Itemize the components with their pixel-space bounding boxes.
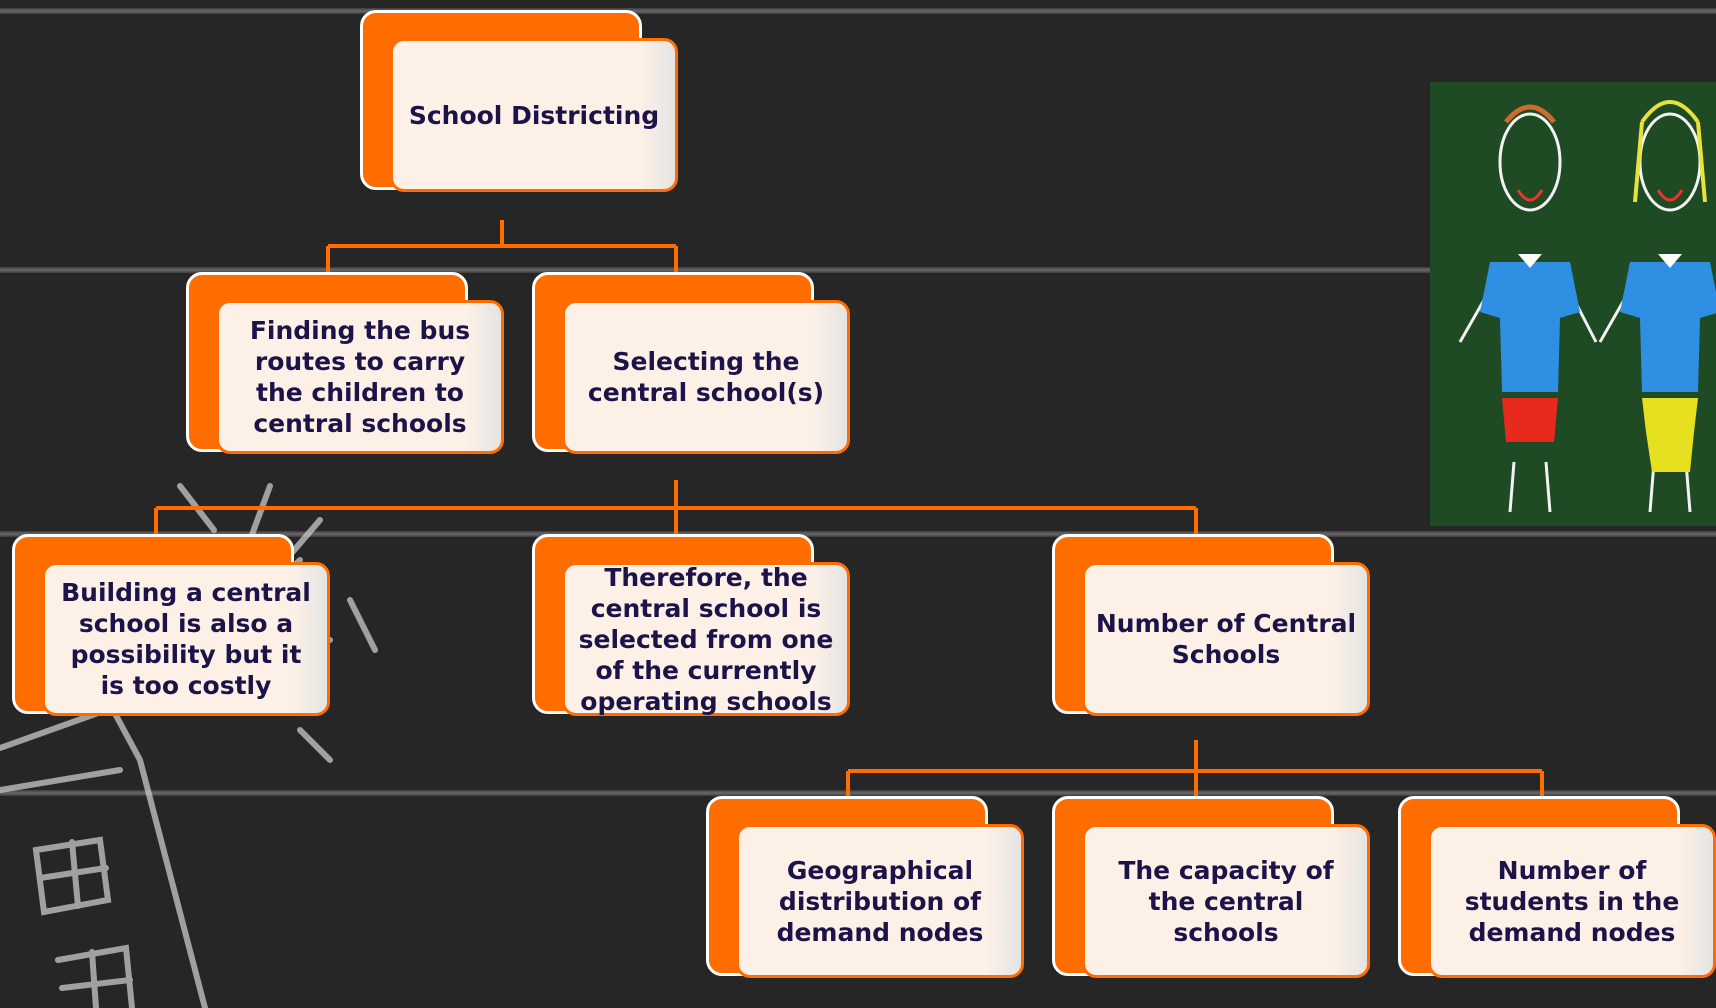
node-front-card: Building a central school is also a poss… <box>42 562 330 716</box>
background-line <box>0 790 1716 796</box>
node-school-districting: School Districting <box>360 10 678 192</box>
background-line <box>0 267 1716 273</box>
node-front-card: The capacity of the central schools <box>1082 824 1370 978</box>
node-front-card: School Districting <box>390 38 678 192</box>
node-geographical-distribution: Geographical distribution of demand node… <box>706 796 1024 978</box>
node-front-card: Finding the bus routes to carry the chil… <box>216 300 504 454</box>
node-label: Therefore, the central school is selecte… <box>578 562 834 716</box>
node-front-card: Selecting the central school(s) <box>562 300 850 454</box>
node-front-card: Geographical distribution of demand node… <box>736 824 1024 978</box>
node-front-card: Number of Central Schools <box>1082 562 1370 716</box>
node-front-card: Number of students in the demand nodes <box>1428 824 1716 978</box>
node-label: Selecting the central school(s) <box>587 347 825 407</box>
background-line <box>0 531 1716 537</box>
node-therefore-selected: Therefore, the central school is selecte… <box>532 534 850 716</box>
node-label: Number of Central Schools <box>1095 609 1357 669</box>
node-number-of-central-schools: Number of Central Schools <box>1052 534 1370 716</box>
node-label: The capacity of the central schools <box>1118 855 1334 947</box>
node-label: Geographical distribution of demand node… <box>776 855 984 947</box>
node-front-card: Therefore, the central school is selecte… <box>562 562 850 716</box>
node-label: Building a central school is also a poss… <box>61 578 311 700</box>
kids-drawing-image <box>1430 82 1716 526</box>
node-label: Finding the bus routes to carry the chil… <box>249 316 471 438</box>
node-finding-bus-routes: Finding the bus routes to carry the chil… <box>186 272 504 454</box>
node-label: School Districting <box>408 100 660 130</box>
node-label: Number of students in the demand nodes <box>1464 855 1680 947</box>
node-number-of-students: Number of students in the demand nodes <box>1398 796 1716 978</box>
node-selecting-central-schools: Selecting the central school(s) <box>532 272 850 454</box>
node-building-central-school: Building a central school is also a poss… <box>12 534 330 716</box>
background-line <box>0 8 1716 14</box>
kids-drawing-illustration <box>1458 100 1716 513</box>
node-capacity-central-schools: The capacity of the central schools <box>1052 796 1370 978</box>
